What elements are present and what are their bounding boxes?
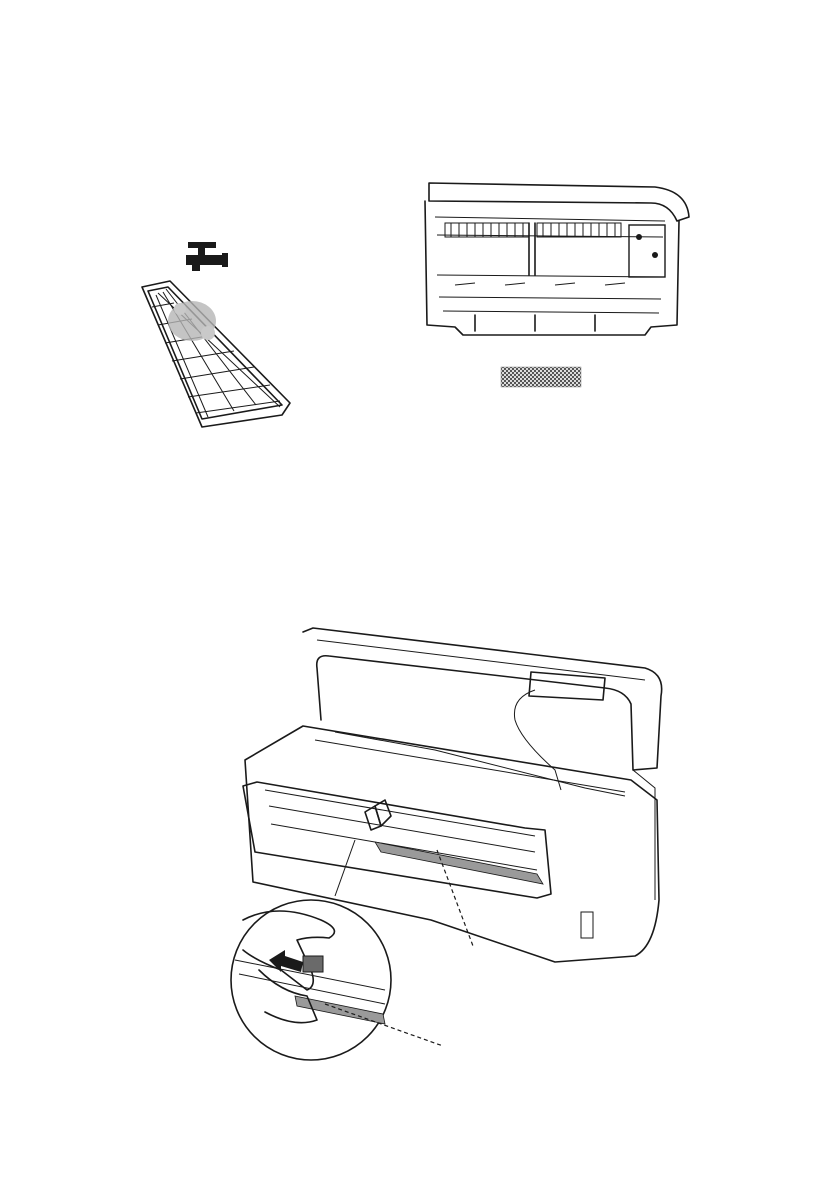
filter-removal-figure <box>225 620 665 1070</box>
mesh-swatch-icon <box>501 367 581 387</box>
zoom-detail <box>231 900 391 1060</box>
air-filter-icon <box>142 281 290 427</box>
filter-wash-figure <box>130 235 310 435</box>
indoor-unit-open-figure <box>415 175 695 395</box>
water-tap-icon <box>186 242 228 271</box>
indoor-unit-icon <box>425 183 689 335</box>
